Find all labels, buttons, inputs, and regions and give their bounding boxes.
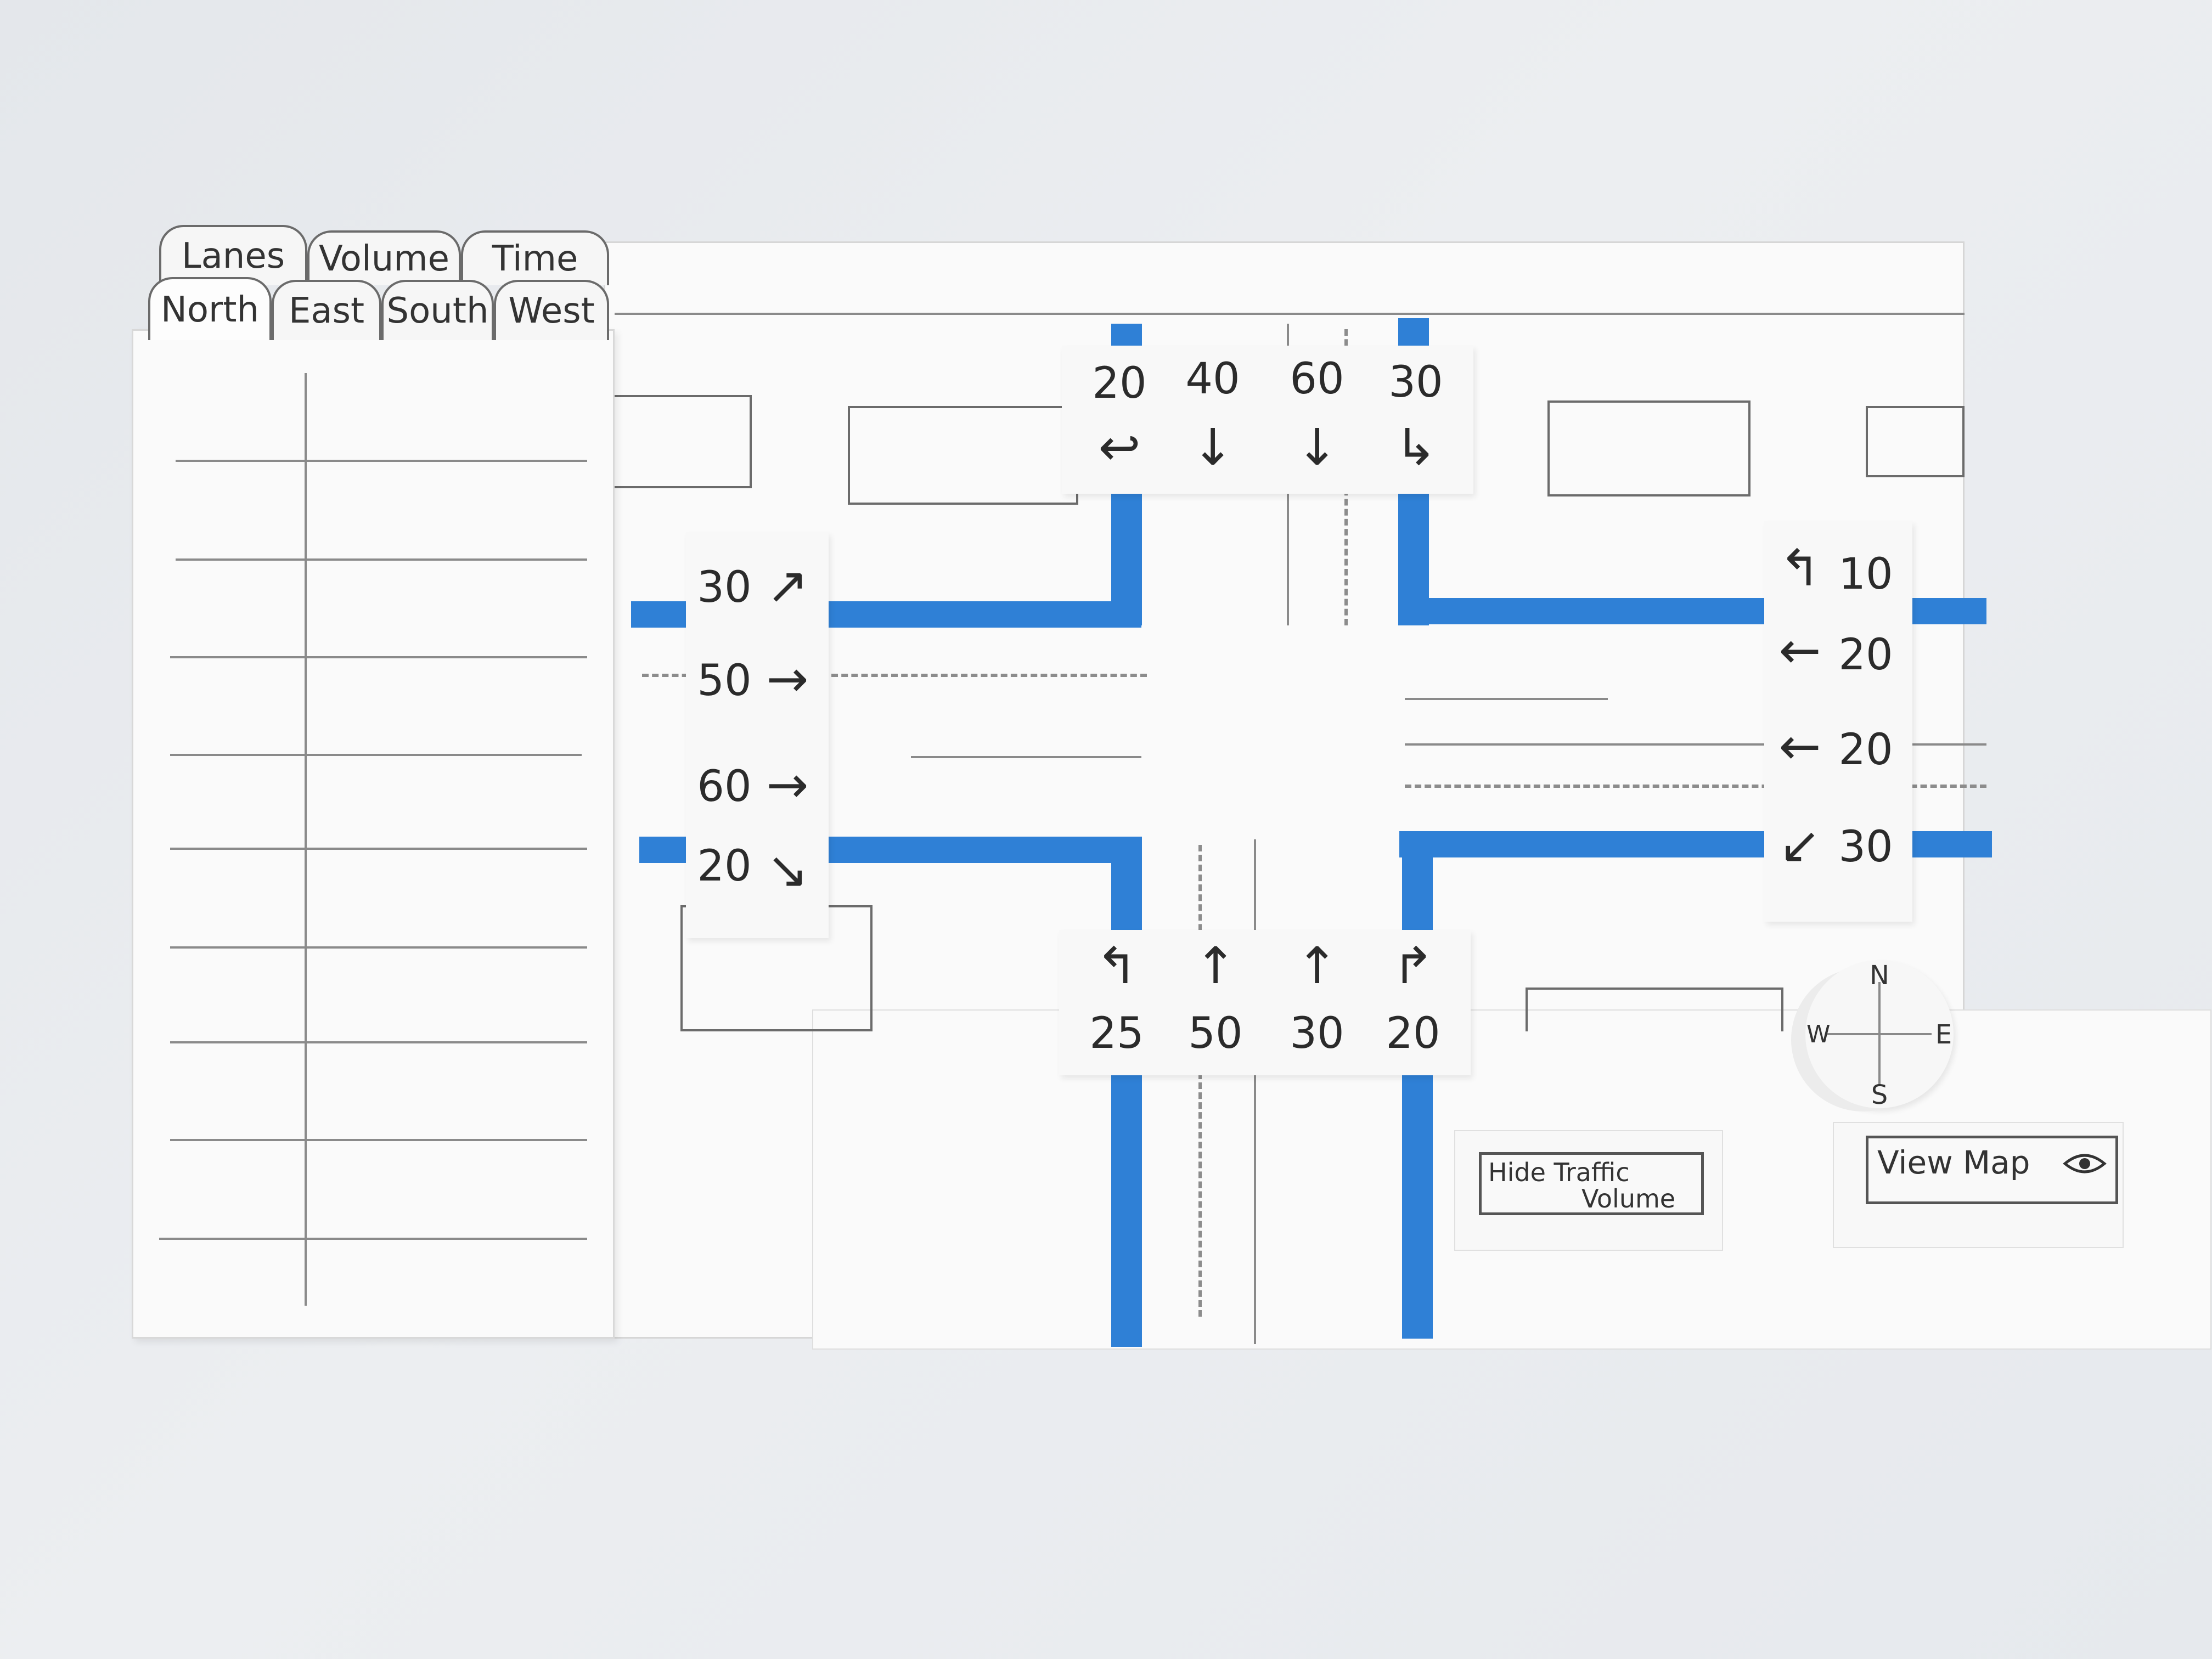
table-row: [170, 946, 587, 949]
building-se-1: [1526, 988, 1783, 1031]
building-ne-2: [1866, 406, 1965, 477]
volume-south-3: 30: [1290, 1009, 1344, 1058]
volume-north-4: 30: [1388, 358, 1443, 407]
lane-divider-west: [642, 674, 1147, 677]
tab-time[interactable]: Time: [461, 230, 609, 285]
tab-north[interactable]: North: [148, 277, 272, 340]
volume-north-2: 40: [1185, 354, 1240, 404]
tab-volume-label: Volume: [318, 239, 450, 279]
view-map-label: View Map: [1877, 1144, 2030, 1181]
arrow-left-icon: ←: [1778, 621, 1821, 680]
curb-south-right: [1402, 834, 1433, 1339]
volume-east-2: 20: [1838, 630, 1893, 680]
hide-traffic-label-line2: Volume: [1581, 1184, 1676, 1214]
volume-east-1: 10: [1838, 550, 1893, 599]
compass[interactable]: N S W E: [1805, 960, 1954, 1110]
curb-south-left: [1111, 837, 1142, 1347]
arrow-right-icon: →: [766, 755, 809, 814]
hide-traffic-volume-button[interactable]: Hide Traffic Volume: [1479, 1152, 1704, 1215]
building-nw-1: [609, 395, 752, 488]
lane-divider-south: [1198, 845, 1202, 1317]
volume-card-north: 20 40 60 30 ↩ ↓ ↓ ↳: [1062, 346, 1473, 494]
arrow-down-right-icon: ↘: [766, 840, 809, 899]
volume-east-3: 20: [1838, 725, 1893, 775]
tab-west[interactable]: West: [494, 280, 609, 340]
volume-south-4: 20: [1386, 1009, 1440, 1058]
tab-north-label: North: [161, 289, 259, 330]
lane-line-west: [911, 756, 1141, 758]
table-row: [170, 1041, 587, 1043]
arrow-down-icon: ↓: [1296, 418, 1338, 477]
table-column-divider: [305, 373, 307, 1306]
volume-west-3: 60: [697, 762, 752, 811]
tab-west-label: West: [508, 291, 595, 331]
table-row: [170, 754, 582, 756]
volume-west-2: 50: [697, 656, 752, 706]
arrow-down-icon: ↓: [1191, 418, 1234, 477]
arrow-up-icon: ↑: [1194, 936, 1237, 995]
tab-time-label: Time: [492, 239, 578, 279]
map-top-border: [615, 313, 1965, 315]
arrow-down-left-icon: ↙: [1778, 816, 1821, 874]
tab-south-label: South: [386, 291, 489, 331]
volume-south-1: 25: [1089, 1009, 1144, 1058]
side-panel: [132, 329, 615, 1339]
table-row: [170, 1139, 587, 1141]
tab-lanes[interactable]: Lanes: [159, 225, 307, 285]
lane-line-east-2: [1405, 698, 1608, 700]
tab-lanes-label: Lanes: [181, 236, 285, 276]
arrow-left-icon: ←: [1778, 717, 1821, 776]
building-nw-2: [848, 406, 1078, 505]
arrow-up-right-icon: ↗: [766, 556, 809, 615]
compass-south-label: S: [1871, 1080, 1888, 1110]
volume-east-4: 30: [1838, 822, 1893, 872]
tab-east-label: East: [288, 291, 365, 331]
table-row: [159, 1238, 587, 1240]
view-map-button[interactable]: View Map: [1866, 1136, 2118, 1204]
tab-volume[interactable]: Volume: [307, 230, 461, 285]
arrow-right-icon: →: [766, 650, 809, 708]
lane-divider-east: [1405, 785, 1986, 788]
arrow-turn-right-icon: ↳: [1394, 418, 1437, 477]
volume-south-2: 50: [1188, 1009, 1243, 1058]
building-ne-1: [1547, 400, 1751, 496]
arrow-turn-right-icon: ↱: [1392, 936, 1434, 995]
compass-west-label: W: [1806, 1020, 1831, 1048]
lane-line-south: [1254, 839, 1256, 1344]
volume-north-3: 60: [1290, 354, 1344, 404]
hide-traffic-label-line1: Hide Traffic: [1488, 1158, 1630, 1187]
tab-east[interactable]: East: [272, 280, 381, 340]
tab-south[interactable]: South: [381, 280, 494, 340]
compass-horizontal-line: [1827, 1033, 1932, 1035]
arrow-uturn-icon: ↰: [1095, 936, 1138, 995]
volume-north-1: 20: [1092, 359, 1147, 408]
arrow-uturn-icon: ↩: [1098, 418, 1141, 477]
volume-card-east: ↰ ← ← ↙ 10 20 20 30: [1764, 521, 1912, 922]
table-row: [176, 460, 587, 462]
volume-west-4: 20: [697, 842, 752, 891]
table-row: [170, 848, 587, 850]
compass-east-label: E: [1935, 1019, 1952, 1050]
arrow-uturn-icon: ↰: [1778, 539, 1821, 597]
arrow-up-icon: ↑: [1296, 936, 1338, 995]
volume-west-1: 30: [697, 563, 752, 612]
table-row: [170, 656, 587, 658]
volume-card-west: 30 50 60 20 ↗ → → ↘: [686, 532, 829, 938]
volume-card-south: ↰ ↑ ↑ ↱ 25 50 30 20: [1059, 930, 1471, 1075]
table-row: [176, 558, 587, 561]
eye-icon: [2063, 1147, 2107, 1175]
compass-north-label: N: [1870, 960, 1889, 991]
table-grid: [159, 0, 587, 1659]
lane-line-east: [1405, 743, 1986, 746]
